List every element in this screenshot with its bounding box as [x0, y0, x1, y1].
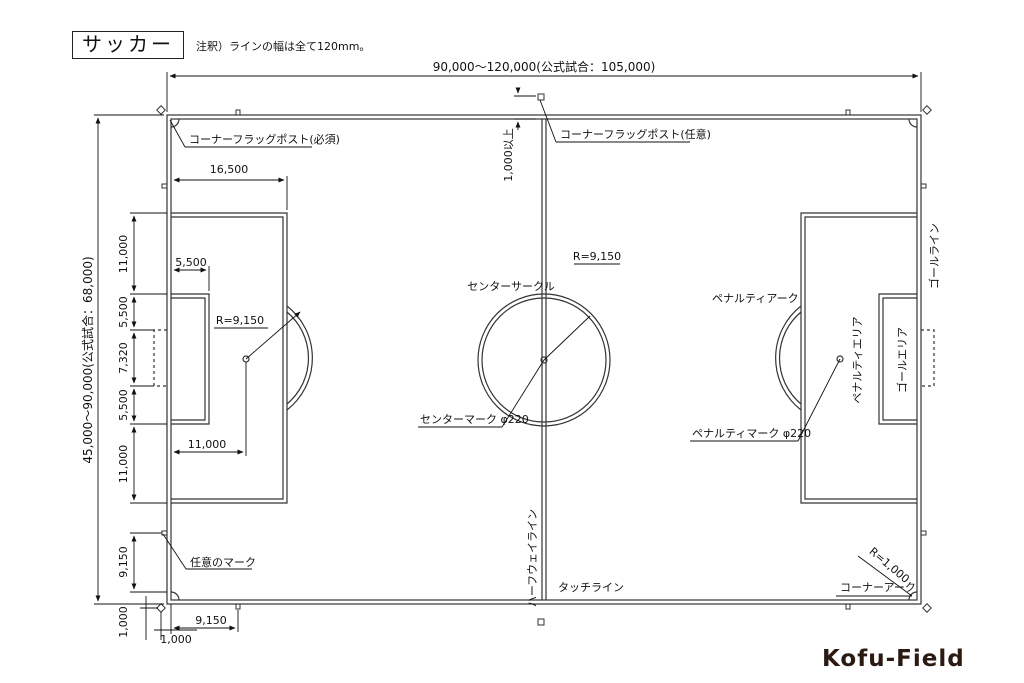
left-goal-area-inner [171, 297, 206, 421]
left-goal-area-outer [171, 293, 210, 425]
corner-arc-label: コーナーアーク [840, 581, 916, 594]
corner-flag-required-label: コーナーフラッグポスト(必須) [189, 132, 340, 146]
penalty-area-depth-dim: 16,500 [210, 163, 249, 176]
optional-mark-8 [920, 530, 927, 536]
page-title: サッカー [72, 31, 184, 59]
optional-mark-1 [235, 109, 241, 116]
right-penalty-area-outer [800, 212, 917, 504]
optional-mark-4 [845, 603, 851, 610]
corner-offset-v-dim: 1,000 [117, 606, 130, 638]
corner-flag-posts [156, 93, 932, 626]
right-goal-area-inner [882, 297, 917, 421]
field-width-dim: 45,000〜90,000(公式試合：68,000) [80, 256, 95, 463]
side-5500-bottom-dim: 5,500 [117, 389, 130, 421]
center-circle-outer [477, 293, 611, 427]
kofu-field-logo: Kofu-Field [822, 646, 965, 672]
field-length-dim: 90,000〜120,000(公式試合：105,000) [433, 59, 656, 74]
field-lines [153, 114, 935, 605]
right-penalty-arc-outer [775, 305, 802, 411]
optional-mark-3 [235, 603, 241, 610]
right-goal-area-outer [878, 293, 917, 425]
dimension-lines [94, 72, 922, 640]
penalty-arc-radius-dim: R=9,150 [216, 314, 264, 327]
optional-mark-5 [161, 183, 168, 189]
optional-mark-6 [920, 183, 927, 189]
center-circle-radius-dim: R=9,150 [573, 250, 621, 263]
penalty-mark-distance-dim: 11,000 [188, 438, 227, 451]
center-circle-inner [481, 297, 607, 423]
corner-arc-br [908, 591, 918, 601]
center-circle-label: センターサークル [467, 280, 554, 293]
right-penalty-mark [836, 355, 844, 363]
corner-arc-bl [170, 591, 180, 601]
penalty-area-label: ペナルティエリア [851, 316, 864, 403]
optional-mark-h-dim: 9,150 [195, 614, 227, 627]
halfway-flag-top [537, 93, 545, 101]
corner-flag-br [922, 603, 932, 613]
corner-flag-height-dim: 1,000以上 [502, 128, 515, 182]
corner-flag-tr [922, 105, 932, 115]
right-goal [921, 329, 935, 387]
left-penalty-area-outer [171, 212, 288, 504]
corner-arc-tl [170, 118, 180, 128]
corner-offset-h-dim: 1,000 [160, 633, 192, 646]
optional-mark-label: 任意のマーク [190, 555, 256, 569]
goal-area-depth-dim: 5,500 [175, 256, 207, 269]
left-goal [153, 329, 167, 387]
goal-width-dim: 7,320 [117, 342, 130, 374]
center-mark-label: センターマーク φ220 [420, 413, 529, 426]
left-penalty-area-inner [171, 216, 284, 500]
touch-line-label: タッチライン [558, 581, 624, 594]
halfway-flag-bottom [537, 618, 545, 626]
center-mark [540, 356, 548, 364]
optional-mark-v-dim: 9,150 [117, 546, 130, 578]
line-width-note: 注釈）ラインの幅は全て120mm。 [196, 40, 371, 53]
goal-line-label: ゴールライン [927, 223, 941, 289]
field-outer-line [166, 114, 922, 605]
field-inner-line [170, 118, 918, 601]
side-11000-top-dim: 11,000 [117, 235, 130, 274]
corner-flag-bl [156, 603, 166, 613]
corner-flag-tl [156, 105, 166, 115]
left-penalty-arc-inner [286, 311, 309, 405]
penalty-arc-label: ペナルティアーク [712, 292, 799, 305]
side-5500-top-dim: 5,500 [117, 296, 130, 328]
halfway-line-label: ハーフウェイライン [526, 509, 539, 607]
side-11000-bottom-dim: 11,000 [117, 445, 130, 484]
corner-arc-tr [908, 118, 918, 128]
penalty-mark-label: ペナルティマーク φ220 [692, 427, 811, 440]
optional-mark-2 [845, 109, 851, 116]
right-penalty-area-inner [804, 216, 917, 500]
corner-flag-optional-label: コーナーフラッグポスト(任意) [560, 127, 711, 141]
right-penalty-arc-inner [779, 311, 802, 405]
goal-area-label: ゴールエリア [895, 327, 909, 393]
